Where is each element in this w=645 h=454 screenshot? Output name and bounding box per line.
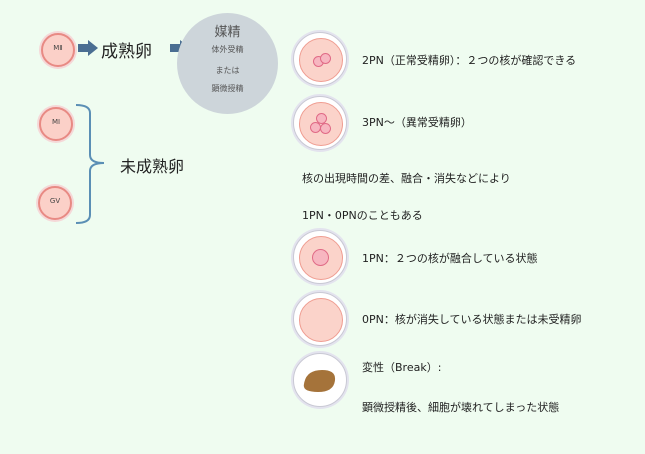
break-description: 顕微授精後、細胞が壊れてしまった状態 <box>362 401 560 414</box>
pn3-text: 3PN～（異常受精卵） <box>362 116 472 129</box>
pn1-text: 1PN：２つの核が融合している状態 <box>362 252 538 265</box>
egg-1pn-icon <box>293 230 347 284</box>
egg-3pn-icon <box>293 96 347 150</box>
egg-2pn-icon <box>293 32 347 86</box>
m1-egg-label: MⅠ <box>51 118 61 126</box>
note-line-1: 核の出現時間の差、融合・消失などにより <box>302 172 511 185</box>
gv-egg-icon: GV <box>38 186 72 220</box>
fertilization-or: または <box>215 66 240 75</box>
fertilization-method-2: 顕微授精 <box>211 84 244 93</box>
gv-egg-label: GV <box>49 197 61 205</box>
mature-egg-label: MⅡ <box>53 44 63 52</box>
mature-label: 成熟卵 <box>101 42 152 62</box>
m1-egg-icon: MⅠ <box>39 107 73 141</box>
fertilization-title: 媒精 <box>214 25 241 40</box>
break-title: 変性（Break）: <box>362 361 442 374</box>
fertilization-method-1: 体外受精 <box>211 45 244 54</box>
pn2-text: 2PN（正常受精卵）：２つの核が確認できる <box>362 54 577 67</box>
egg-0pn-icon <box>293 292 347 346</box>
fertilization-circle: 媒精 体外受精 または 顕微授精 <box>177 13 278 114</box>
note-line-2: 1PN・0PNのこともある <box>302 209 423 222</box>
arrow-right-icon <box>78 40 98 56</box>
mature-egg-icon: MⅡ <box>41 33 75 67</box>
immature-label: 未成熟卵 <box>120 157 185 176</box>
bracket-icon <box>75 104 105 224</box>
pn0-text: 0PN：核が消失している状態または未受精卵 <box>362 313 582 326</box>
egg-break-icon <box>293 353 347 407</box>
